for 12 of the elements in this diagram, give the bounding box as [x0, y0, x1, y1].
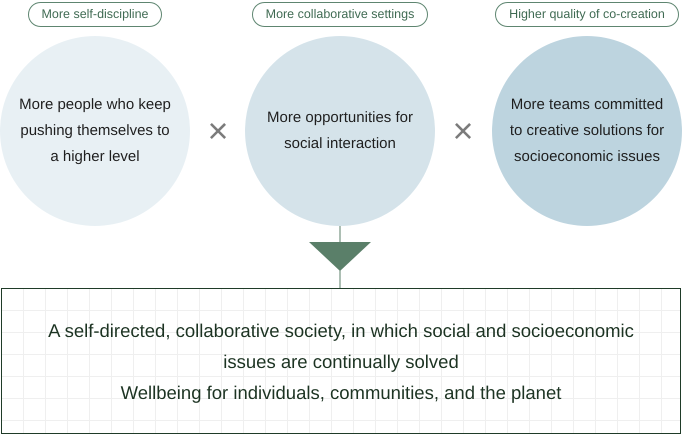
heading-pill: Higher quality of co-creation [495, 2, 679, 27]
circle-text: More teams committed to creative solutions for socioeconomic issues [508, 95, 666, 167]
multiply-sign: × [452, 113, 474, 149]
multiply-sign: × [207, 113, 229, 149]
circle-text: More opportunities for social interaction [266, 108, 414, 154]
heading-pill: More self-discipline [28, 2, 162, 27]
conclusion-panel [1, 288, 681, 434]
down-arrow [309, 226, 371, 288]
circle-text: More people who keep pushing themselves to a higher level [18, 95, 172, 167]
conclusion-text: Wellbeing for individuals, communities, and the planet [120, 380, 562, 405]
heading-pill: More collaborative settings [252, 2, 428, 27]
conclusion-text: A self-directed, collaborative society, in which social and socioeconomic issues are continually solved [47, 318, 635, 374]
